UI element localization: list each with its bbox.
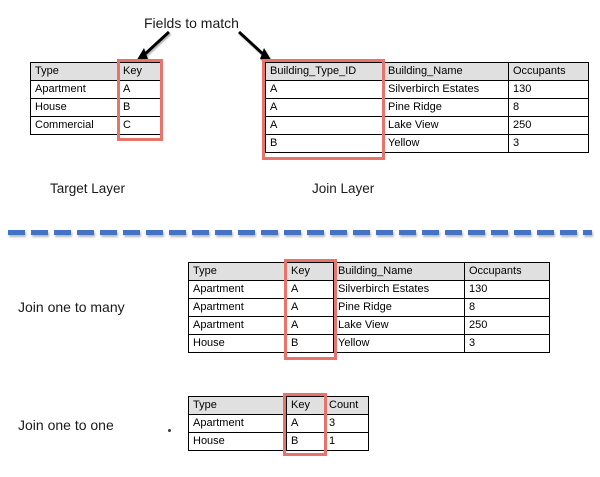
cell-occupants: 130 — [508, 80, 589, 99]
cell-count: 1 — [324, 432, 369, 451]
cell-building-name: Pine Ridge — [333, 298, 465, 317]
table-header-row: Building_Type_ID Building_Name Occupants — [265, 62, 589, 81]
cell-type: Apartment — [188, 316, 287, 335]
table-row: A Lake View 250 — [265, 116, 589, 135]
cell-type: House — [30, 98, 119, 117]
column-header-building-type-id: Building_Type_ID — [265, 62, 384, 81]
cell-key: A — [286, 298, 334, 317]
dashed-divider — [8, 230, 592, 235]
column-header-count: Count — [324, 396, 369, 415]
join-layer-caption: Join Layer — [312, 181, 375, 196]
cell-key: A — [118, 80, 161, 99]
cell-occupants: 250 — [464, 316, 550, 335]
table-row: House B Yellow 3 — [188, 334, 550, 353]
stray-dot — [168, 429, 171, 432]
table-row: A Pine Ridge 8 — [265, 98, 589, 117]
fields-to-match-label: Fields to match — [144, 15, 239, 31]
table-row: Apartment A Lake View 250 — [188, 316, 550, 335]
cell-building-type-id: A — [265, 98, 384, 117]
arrow-down-right-icon — [237, 30, 273, 63]
cell-building-name: Lake View — [333, 316, 465, 335]
cell-type: House — [188, 334, 287, 353]
column-header-key: Key — [286, 396, 325, 415]
column-header-occupants: Occupants — [508, 62, 589, 81]
column-header-building-name: Building_Name — [333, 262, 465, 281]
cell-occupants: 3 — [508, 134, 589, 153]
arrow-down-left-icon — [135, 30, 171, 63]
cell-key: C — [118, 116, 161, 135]
table-row: House B 1 — [188, 432, 369, 451]
join-layer-table: Building_Type_ID Building_Name Occupants… — [265, 62, 589, 153]
column-header-building-name: Building_Name — [383, 62, 509, 81]
target-layer-table: Type Key Apartment A House B Commercial … — [30, 62, 161, 135]
column-header-type: Type — [188, 396, 287, 415]
column-header-key: Key — [118, 62, 161, 81]
cell-building-name: Yellow — [333, 334, 465, 353]
table-row: Apartment A Silverbirch Estates 130 — [188, 280, 550, 299]
table-header-row: Type Key Building_Name Occupants — [188, 262, 550, 281]
cell-type: Apartment — [188, 298, 287, 317]
cell-building-name: Lake View — [383, 116, 509, 135]
table-row: Apartment A — [30, 80, 161, 99]
cell-type: Apartment — [30, 80, 119, 99]
cell-type: Commercial — [30, 116, 119, 135]
cell-key: B — [118, 98, 161, 117]
cell-type: Apartment — [188, 280, 287, 299]
cell-occupants: 250 — [508, 116, 589, 135]
join-one-to-many-table: Type Key Building_Name Occupants Apartme… — [188, 262, 550, 353]
join-one-to-many-label: Join one to many — [18, 299, 125, 315]
column-header-occupants: Occupants — [464, 262, 550, 281]
table-row: Apartment A 3 — [188, 414, 369, 433]
table-row: House B — [30, 98, 161, 117]
cell-building-name: Silverbirch Estates — [333, 280, 465, 299]
table-row: B Yellow 3 — [265, 134, 589, 153]
cell-building-type-id: A — [265, 116, 384, 135]
cell-type: House — [188, 432, 287, 451]
cell-building-name: Pine Ridge — [383, 98, 509, 117]
cell-building-type-id: A — [265, 80, 384, 99]
cell-occupants: 3 — [464, 334, 550, 353]
join-one-to-one-table: Type Key Count Apartment A 3 House B 1 — [188, 396, 369, 451]
table-row: A Silverbirch Estates 130 — [265, 80, 589, 99]
table-header-row: Type Key Count — [188, 396, 369, 415]
target-layer-caption: Target Layer — [50, 181, 126, 196]
join-one-to-one-label: Join one to one — [18, 417, 114, 433]
cell-occupants: 8 — [508, 98, 589, 117]
table-row: Commercial C — [30, 116, 161, 135]
cell-occupants: 8 — [464, 298, 550, 317]
cell-building-type-id: B — [265, 134, 384, 153]
column-header-key: Key — [286, 262, 334, 281]
cell-occupants: 130 — [464, 280, 550, 299]
cell-key: A — [286, 316, 334, 335]
cell-building-name: Silverbirch Estates — [383, 80, 509, 99]
cell-key: A — [286, 280, 334, 299]
cell-key: A — [286, 414, 325, 433]
cell-type: Apartment — [188, 414, 287, 433]
table-row: Apartment A Pine Ridge 8 — [188, 298, 550, 317]
cell-key: B — [286, 432, 325, 451]
cell-key: B — [286, 334, 334, 353]
column-header-type: Type — [188, 262, 287, 281]
cell-building-name: Yellow — [383, 134, 509, 153]
cell-count: 3 — [324, 414, 369, 433]
column-header-type: Type — [30, 62, 119, 81]
table-header-row: Type Key — [30, 62, 161, 81]
